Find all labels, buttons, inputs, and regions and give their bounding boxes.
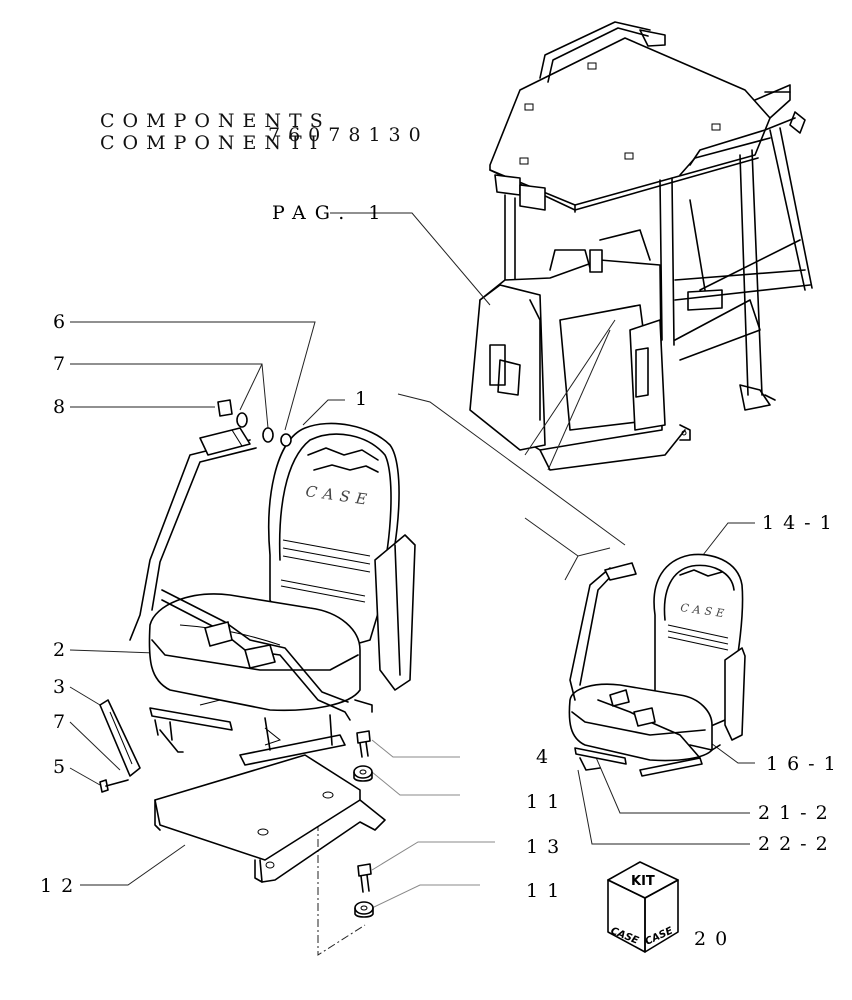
callout-pag: PAG. 1 bbox=[272, 202, 389, 224]
cab-illustration bbox=[469, 21, 813, 471]
callout-21-2: 21-2 bbox=[758, 802, 837, 824]
kit-box: KIT CASE CASE bbox=[607, 861, 679, 953]
callout-3: 3 bbox=[53, 676, 74, 698]
kit-label: KIT bbox=[631, 874, 655, 889]
callout-16-1: 16-1 bbox=[766, 753, 845, 775]
callout-14-1: 14-1 bbox=[762, 512, 841, 534]
callout-8: 8 bbox=[53, 396, 74, 418]
callout-labels: PAG. 1 6 7 8 1 2 3 7 5 4 11 12 13 11 14-… bbox=[40, 202, 845, 950]
callout-5: 5 bbox=[53, 756, 74, 778]
callout-1: 1 bbox=[355, 388, 376, 410]
callout-11-top: 11 bbox=[526, 791, 568, 813]
kit-brand-left: CASE bbox=[609, 926, 640, 947]
part-number: 76078130 bbox=[268, 124, 429, 146]
header: COMPONENTS COMPONENTI 76078130 bbox=[100, 110, 429, 154]
callout-13: 13 bbox=[526, 836, 568, 858]
base-plate bbox=[154, 754, 386, 883]
callout-2: 2 bbox=[53, 639, 74, 661]
header-line2: COMPONENTI bbox=[100, 132, 325, 154]
main-seat: CASE bbox=[129, 422, 416, 766]
callout-7-bottom: 7 bbox=[53, 711, 74, 733]
callout-20: 20 bbox=[694, 928, 736, 950]
small-seat: CASE bbox=[568, 553, 746, 777]
hardware-parts bbox=[99, 399, 374, 918]
header-line1: COMPONENTS bbox=[100, 110, 331, 132]
callout-11-bottom: 11 bbox=[526, 880, 568, 902]
callout-7-top: 7 bbox=[53, 353, 74, 375]
callout-6: 6 bbox=[53, 311, 74, 333]
callout-22-2: 22-2 bbox=[758, 833, 837, 855]
kit-brand-right: CASE bbox=[644, 925, 675, 947]
callout-4: 4 bbox=[536, 746, 557, 768]
callout-12: 12 bbox=[40, 875, 82, 897]
